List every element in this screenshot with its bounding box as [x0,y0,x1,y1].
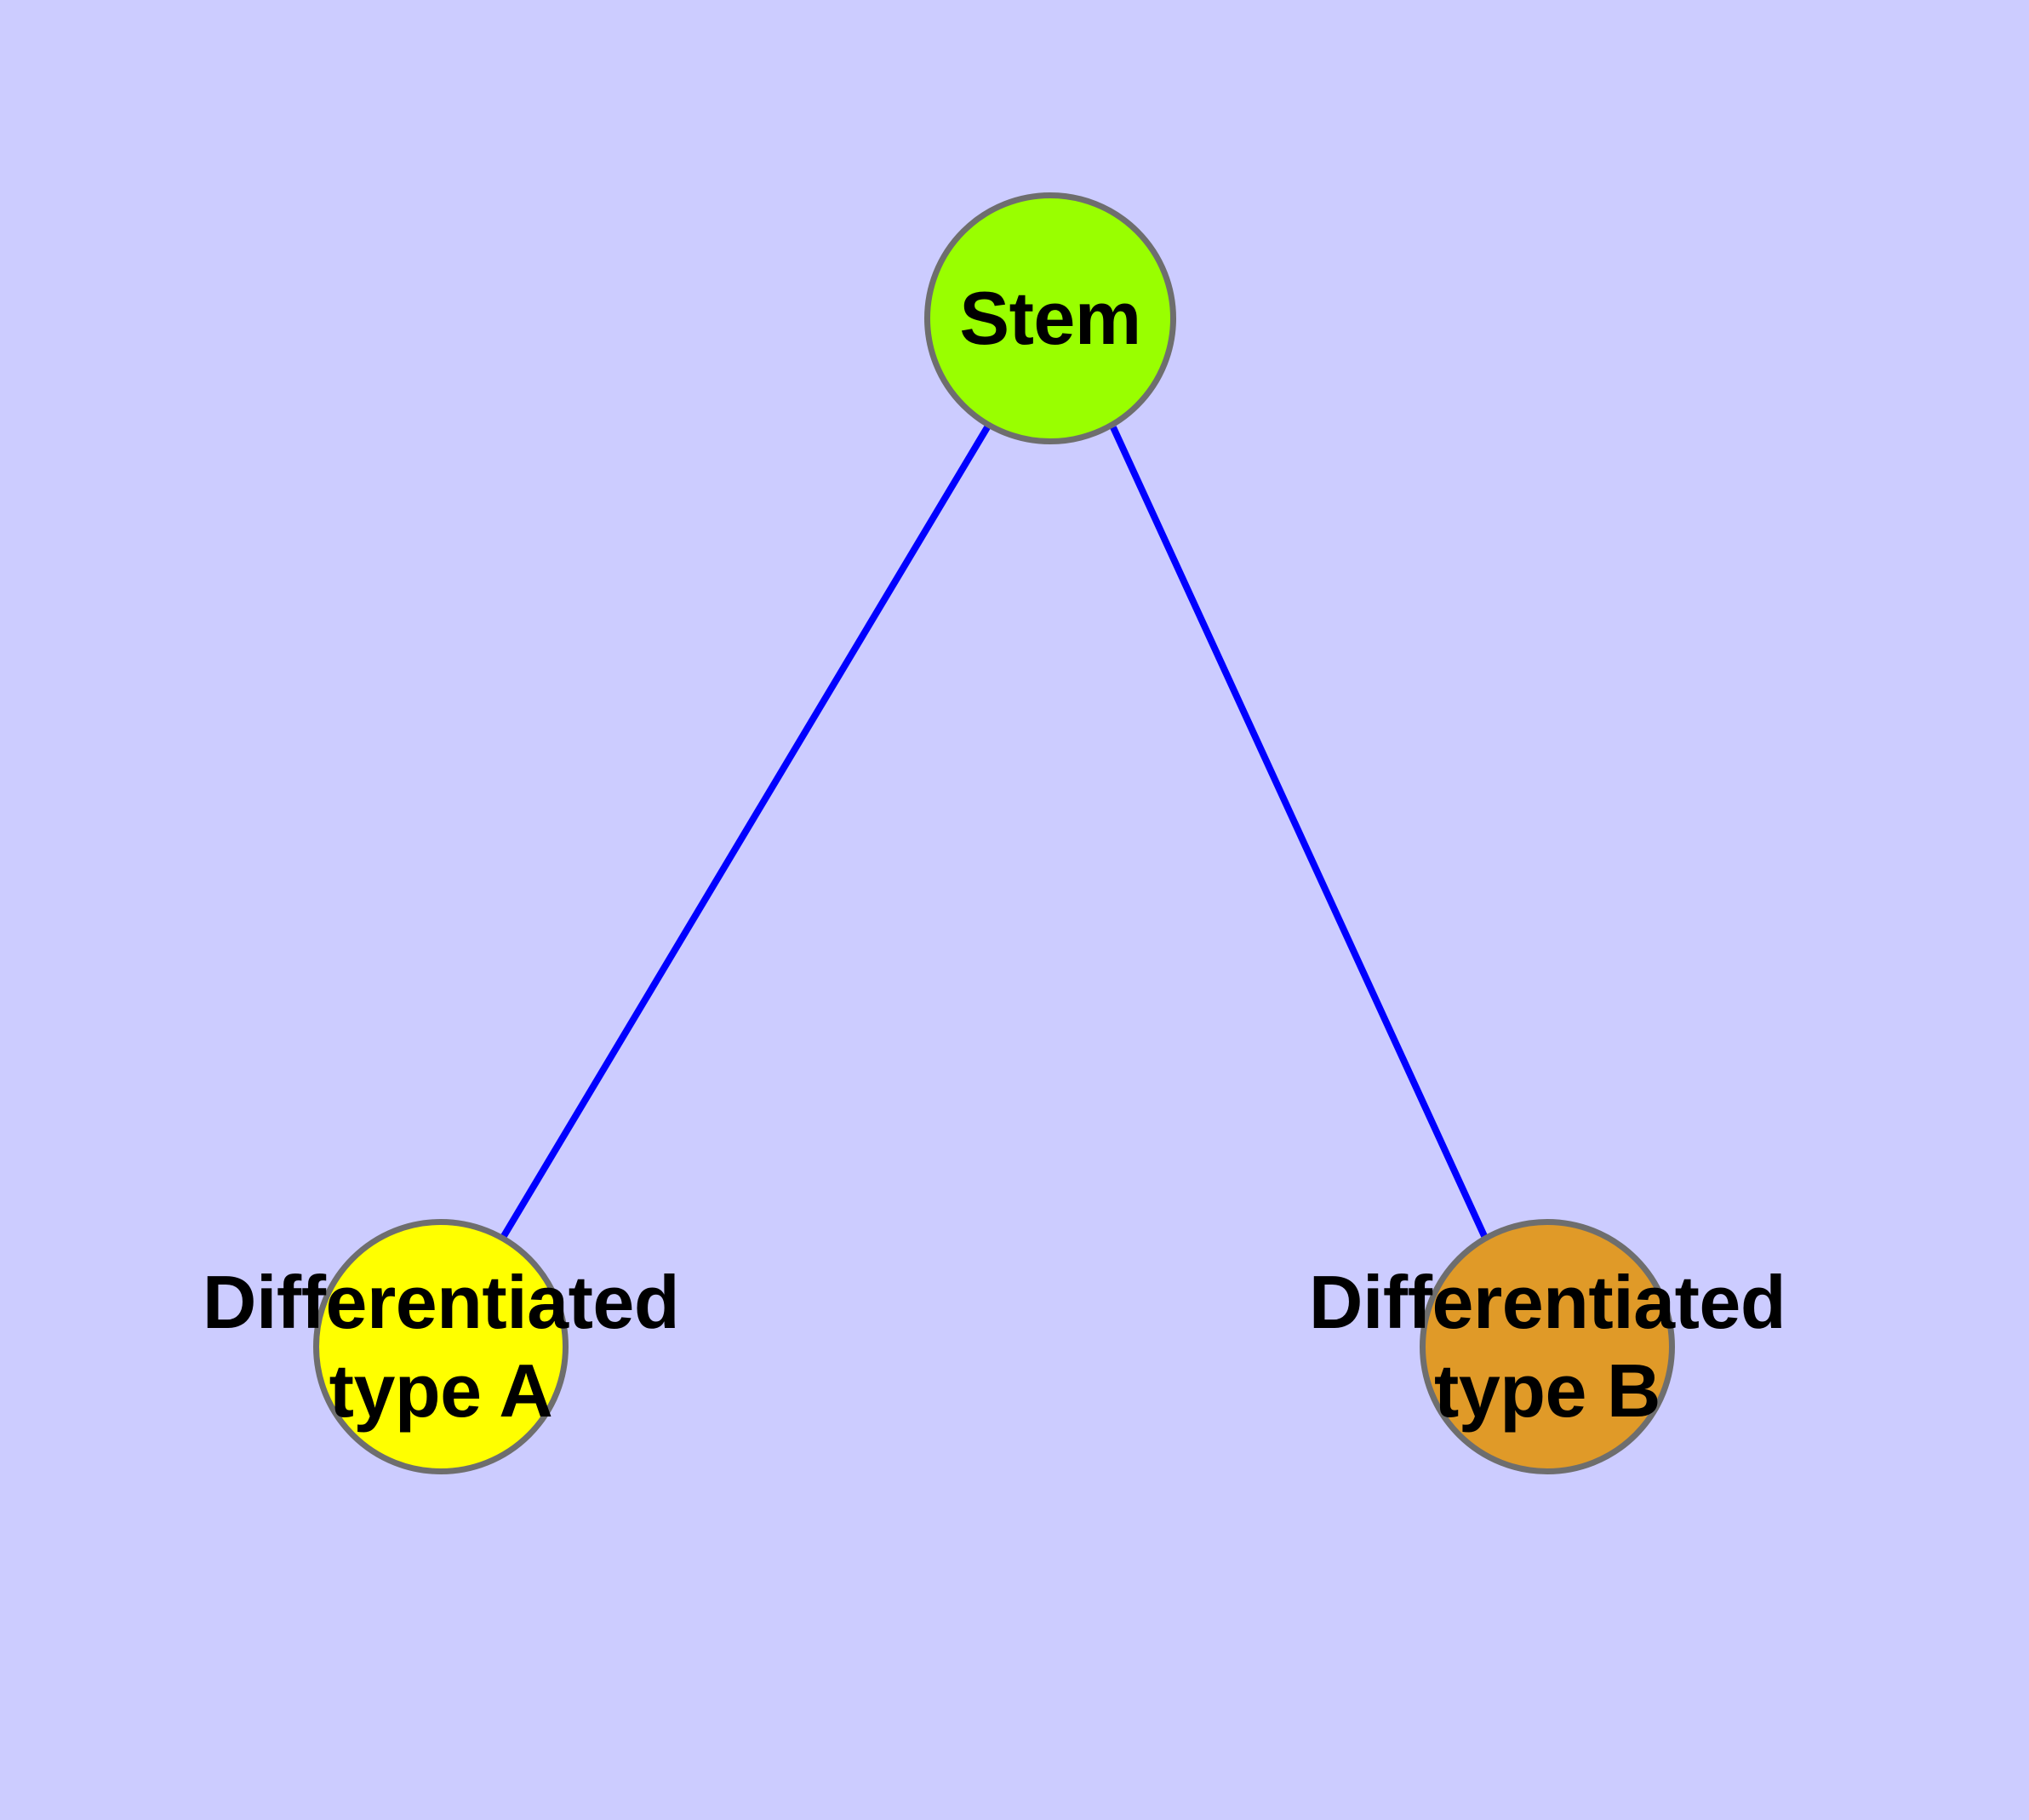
node-stem-circle[interactable] [924,192,1176,444]
node-stem[interactable]: Stem [924,192,1176,444]
node-differentiated-type-a[interactable]: Differentiated type A [203,1219,680,1474]
edge-stem-to-diff-a[interactable] [500,425,991,1239]
node-differentiated-type-b[interactable]: Differentiated type B [1309,1219,1786,1474]
node-differentiated-type-a-circle[interactable] [313,1219,569,1474]
node-differentiated-type-b-circle[interactable] [1420,1219,1675,1474]
edge-stem-to-diff-b[interactable] [1110,426,1488,1238]
